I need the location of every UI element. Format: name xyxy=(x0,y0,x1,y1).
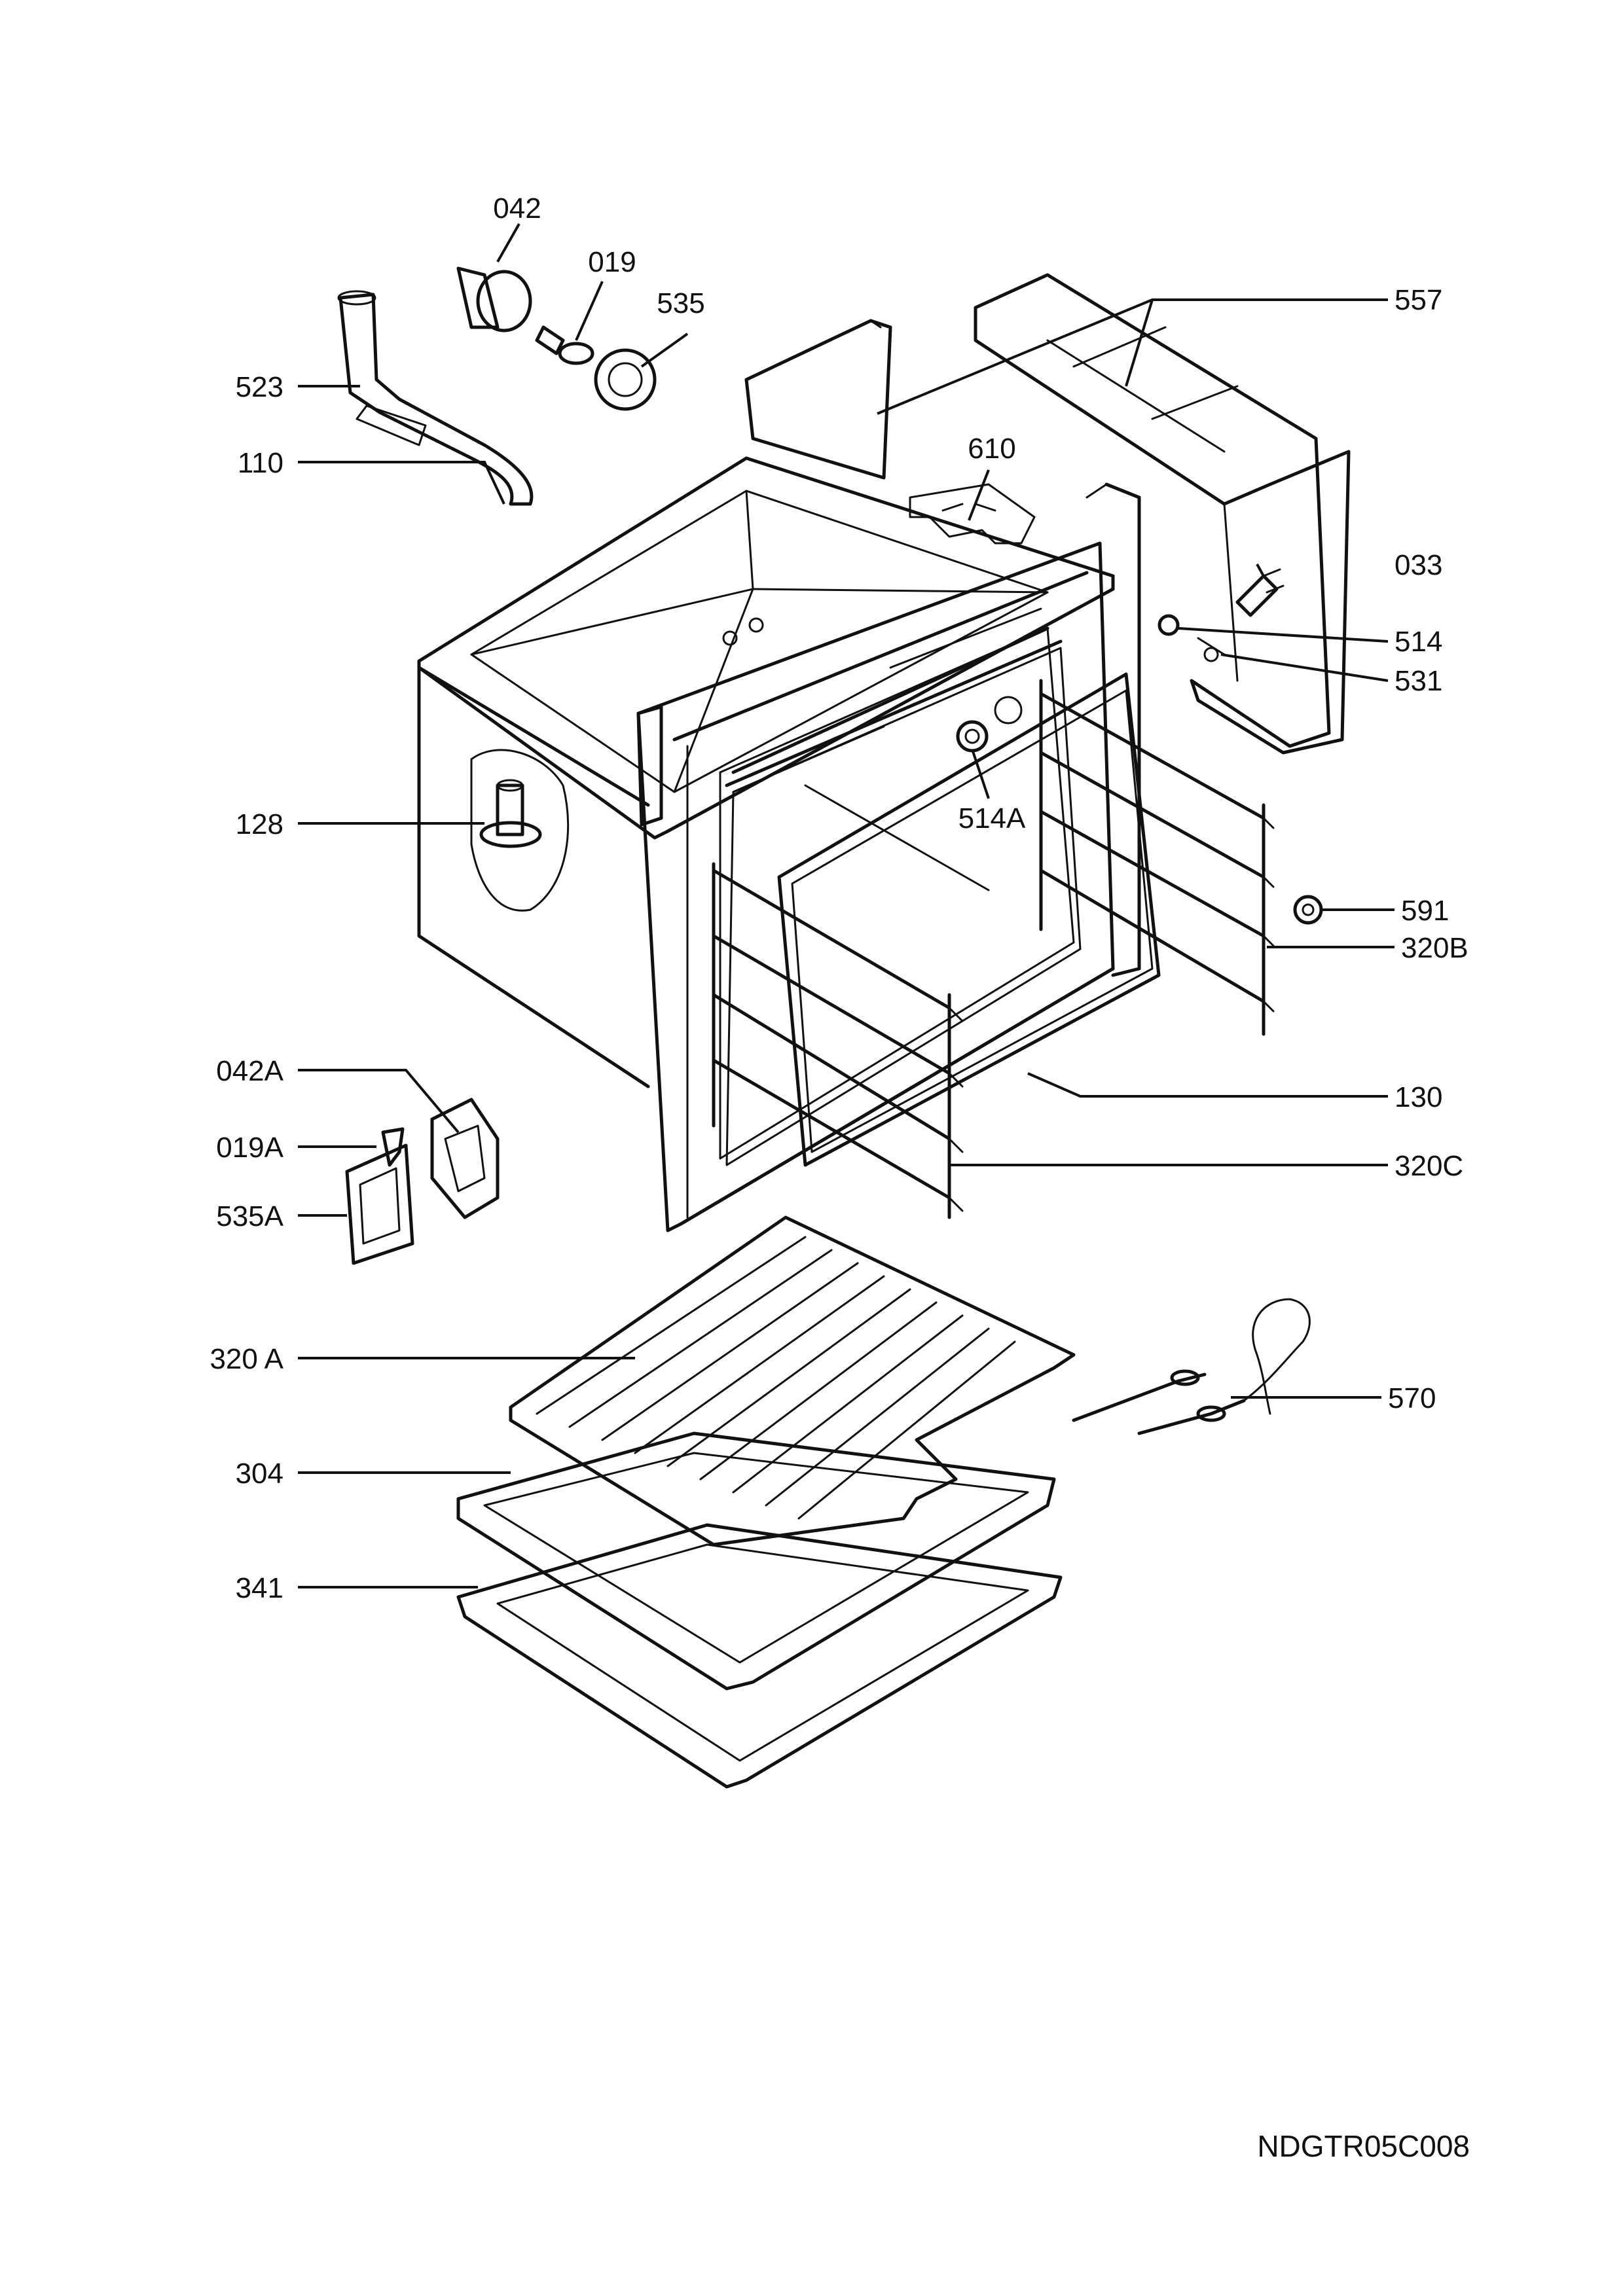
diagram-code: NDGTR05C008 xyxy=(1257,2129,1470,2163)
nut-591 xyxy=(1293,895,1323,925)
label-042: 042 xyxy=(493,192,541,224)
label-514: 514 xyxy=(1395,626,1442,658)
rear-lamp-042A-019A-535A xyxy=(345,1098,500,1265)
stud-128 xyxy=(479,779,542,848)
label-557: 557 xyxy=(1395,284,1442,316)
label-320A: 320 A xyxy=(210,1343,283,1375)
probe-570 xyxy=(1072,1298,1311,1435)
label-341: 341 xyxy=(236,1572,283,1604)
tray-304 xyxy=(456,1431,1056,1691)
label-514A: 514A xyxy=(958,802,1026,834)
label-033: 033 xyxy=(1395,549,1442,581)
label-535A: 535A xyxy=(216,1200,283,1232)
insulation-557 xyxy=(744,273,1351,755)
label-570: 570 xyxy=(1388,1382,1436,1414)
label-320C: 320C xyxy=(1395,1150,1463,1182)
label-019: 019 xyxy=(588,246,636,278)
label-523: 523 xyxy=(236,371,283,403)
wire-shelf-320A xyxy=(509,1215,1076,1547)
lamp-assembly-042-019-535 xyxy=(456,266,657,411)
shelf-support-320C xyxy=(712,862,964,1219)
door-seal-130 xyxy=(777,672,1161,1167)
label-042A: 042A xyxy=(216,1055,283,1087)
label-610: 610 xyxy=(968,433,1015,465)
label-304: 304 xyxy=(236,1458,283,1490)
oven-cavity xyxy=(417,456,1141,1232)
bracket-610 xyxy=(909,483,1036,545)
leader-lines xyxy=(298,223,1395,1588)
label-531: 531 xyxy=(1395,665,1442,697)
seal-frame-341 xyxy=(456,1523,1063,1789)
label-019A: 019A xyxy=(216,1132,283,1164)
label-128: 128 xyxy=(236,808,283,840)
shelf-support-320B xyxy=(1039,679,1275,1036)
label-320B: 320B xyxy=(1401,932,1468,964)
part-labels: 042 019 535 557 523 110 610 033 514 531 … xyxy=(210,192,1468,1604)
label-110: 110 xyxy=(238,447,283,479)
label-535: 535 xyxy=(657,287,704,319)
label-591: 591 xyxy=(1401,895,1449,927)
label-130: 130 xyxy=(1395,1081,1442,1113)
small-parts-033-514-531 xyxy=(1158,568,1285,662)
pipe-523-110 xyxy=(337,290,534,506)
